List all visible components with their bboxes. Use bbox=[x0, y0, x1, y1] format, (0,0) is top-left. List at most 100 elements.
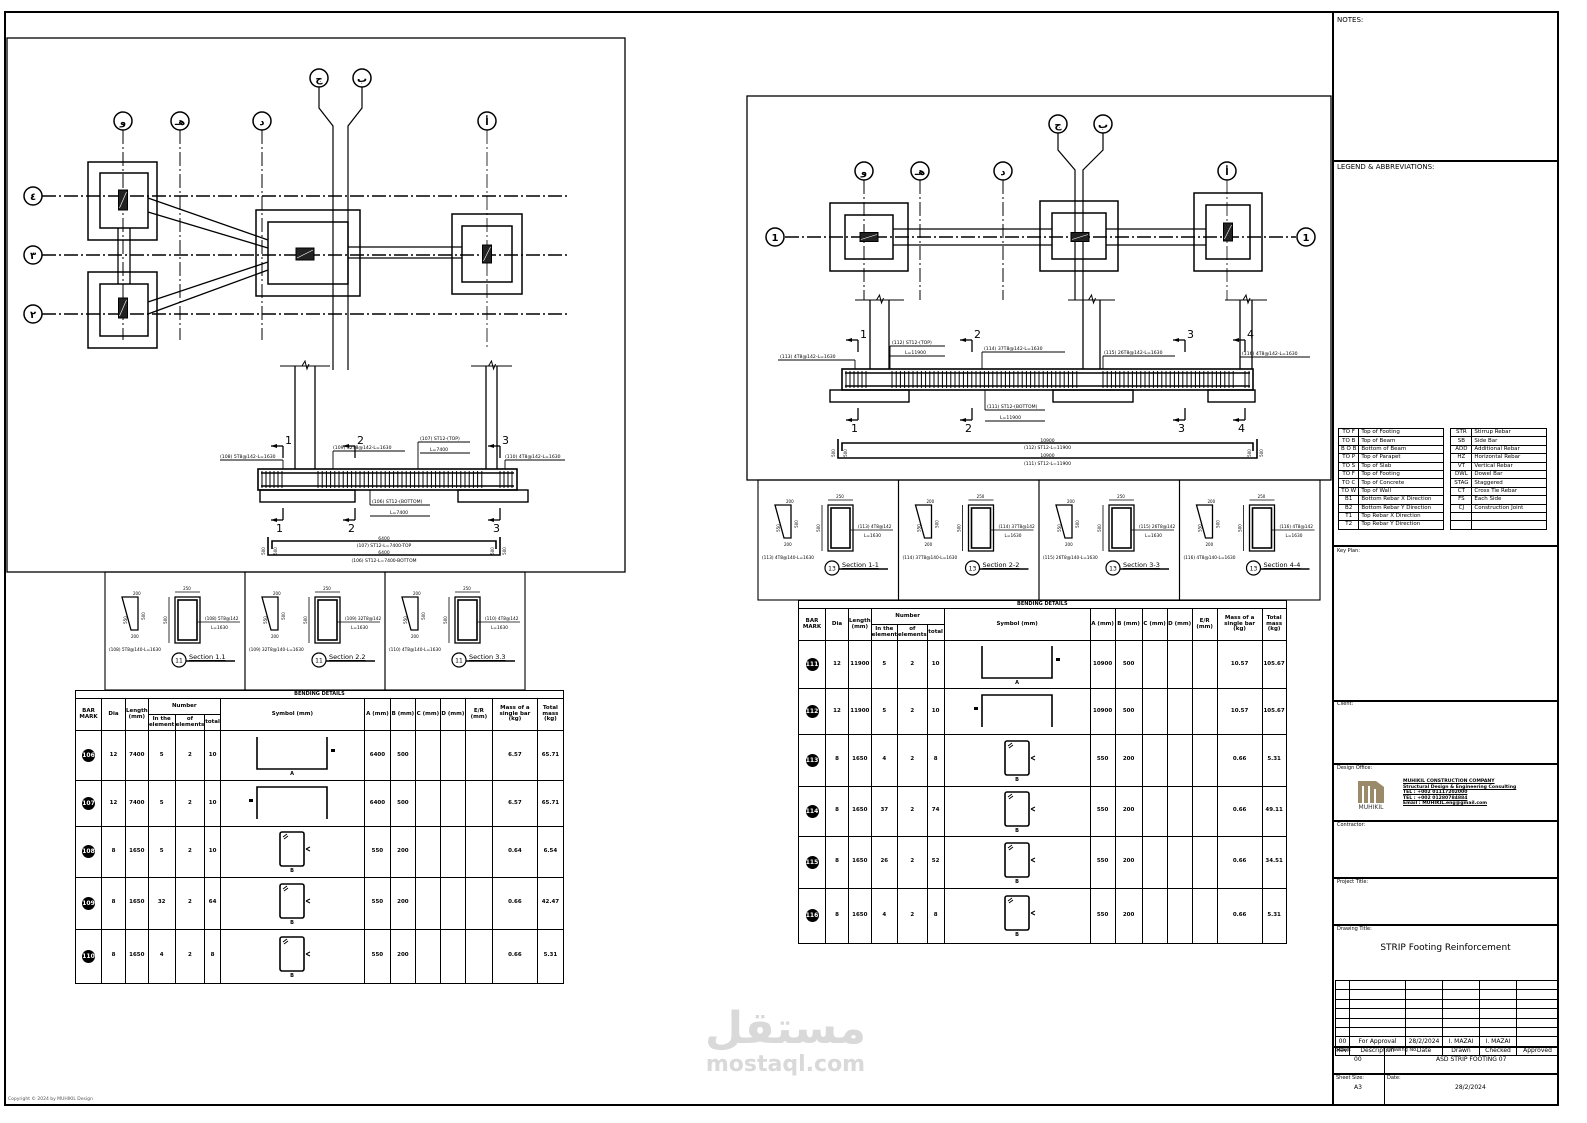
total-mass-cell: 5.31 bbox=[536, 928, 564, 984]
rev-number: 00 bbox=[1335, 1036, 1350, 1047]
c-cell bbox=[414, 780, 441, 827]
legend-meaning: Bottom of Beam bbox=[1358, 444, 1445, 455]
col-of-elements: of elements bbox=[174, 714, 206, 731]
symbol-cell: B bbox=[943, 835, 1091, 889]
legend-meaning: Top Rebar Y Direction bbox=[1358, 520, 1445, 530]
er-cell bbox=[1191, 640, 1218, 689]
symbol-cell: B bbox=[219, 928, 365, 984]
col-number: Number bbox=[147, 698, 221, 715]
grid-bubble bbox=[1296, 227, 1316, 247]
rebar-callout: (111) ST12-(BOTTOM) bbox=[987, 404, 1038, 410]
stirrup-rect bbox=[970, 507, 992, 549]
c-cell bbox=[414, 928, 441, 984]
bar-mark-badge: 109 bbox=[82, 896, 95, 910]
section-arrow-icon bbox=[960, 418, 966, 422]
stirrup-rect bbox=[457, 599, 478, 641]
company-email: Email : MUHIKIL.eng@gmail.com bbox=[1403, 801, 1488, 806]
grid-label: د bbox=[1000, 167, 1005, 178]
dim-width: 250 bbox=[323, 586, 331, 591]
in-element-cell: 4 bbox=[147, 928, 176, 984]
dim-width: 250 bbox=[1117, 494, 1125, 499]
in-element-cell: 5 bbox=[147, 730, 176, 781]
legend-meaning: Horizontal Rebar bbox=[1471, 453, 1548, 463]
grid-label: هـ bbox=[174, 117, 185, 128]
dim-width: 250 bbox=[463, 586, 471, 591]
er-cell bbox=[1191, 835, 1218, 889]
date-value: 28/2/2024 bbox=[1455, 1084, 1486, 1091]
in-element-cell: 4 bbox=[870, 887, 898, 944]
dim-slope: 550 bbox=[403, 616, 408, 624]
rebar-callout: L=7400 bbox=[430, 447, 448, 453]
section-mark-label: 1 bbox=[276, 522, 283, 535]
of-elements-cell: 2 bbox=[174, 825, 206, 878]
legend-abbr: CJ bbox=[1450, 503, 1473, 513]
grid-label: د bbox=[259, 117, 264, 128]
in-element-cell: 5 bbox=[870, 688, 898, 735]
svg-text:B: B bbox=[1015, 932, 1019, 936]
er-cell bbox=[1191, 688, 1218, 735]
section-bar-length: L=1630 bbox=[1286, 533, 1303, 539]
legend-abbr: B2 bbox=[1337, 503, 1360, 513]
section-mark-label: 4 bbox=[1238, 422, 1245, 435]
col-a: A (mm) bbox=[363, 698, 391, 731]
col-total: total bbox=[204, 714, 221, 731]
dim-top: 200 bbox=[273, 591, 281, 596]
d-cell bbox=[439, 825, 466, 878]
section-mark-label: 1 bbox=[851, 422, 858, 435]
hatch-line bbox=[483, 246, 491, 262]
legend-abbr: VT bbox=[1450, 461, 1473, 471]
bar-shape-inverted-u-icon bbox=[249, 786, 329, 819]
grid-bubble bbox=[23, 304, 43, 324]
grid-bubble bbox=[252, 111, 272, 131]
footing-pad bbox=[267, 221, 349, 285]
detail-bubble bbox=[1105, 560, 1121, 576]
grid-label: و bbox=[119, 117, 126, 128]
bottom-bar-shape bbox=[267, 537, 501, 556]
grid-label: ب bbox=[357, 74, 367, 85]
er-cell bbox=[464, 780, 493, 827]
section-mark-label: 3 bbox=[1187, 328, 1194, 341]
legend-abbr: SB bbox=[1450, 436, 1473, 446]
legend-abbr: DWL bbox=[1450, 469, 1473, 480]
legend-meaning: Top of Concrete bbox=[1358, 478, 1445, 488]
d-cell bbox=[1166, 640, 1193, 689]
contractor-label: Contractor: bbox=[1337, 822, 1366, 828]
rebar-callout: (113) 4T8@142-L=1630 bbox=[780, 354, 836, 360]
stirrup-trapezoid bbox=[1055, 504, 1073, 539]
a-cell: 550 bbox=[1089, 835, 1116, 889]
section-bar-length: L=1630 bbox=[351, 625, 368, 631]
in-element-cell: 32 bbox=[147, 876, 176, 930]
section-title: Section 3-3 bbox=[1123, 561, 1160, 569]
revision-row: 00 For Approval 28/2/2024 I. MAZAI I. MA… bbox=[1335, 1036, 1559, 1047]
bar-mark-cell: 107 bbox=[75, 780, 102, 827]
a-cell: 550 bbox=[363, 825, 391, 878]
in-element-cell: 4 bbox=[870, 733, 898, 787]
total-cell: 8 bbox=[926, 733, 945, 787]
grid-leader-line bbox=[318, 87, 334, 370]
legend-meaning: Top of Wall bbox=[1358, 486, 1445, 497]
dim-bottom: 200 bbox=[1065, 542, 1073, 547]
legend-meaning: Top Rebar X Direction bbox=[1358, 511, 1445, 522]
dia-cell: 12 bbox=[825, 640, 849, 689]
length-cell: 1650 bbox=[125, 825, 149, 878]
legend-abbr: T1 bbox=[1337, 511, 1360, 522]
legend-abbr bbox=[1450, 511, 1473, 522]
b-cell: 200 bbox=[389, 825, 416, 878]
symbol-cell: B bbox=[219, 825, 365, 878]
stirrup-rect bbox=[1111, 507, 1132, 549]
dim-height: 500 bbox=[1097, 524, 1102, 532]
bar-shape-inverted-u-icon bbox=[974, 694, 1053, 727]
rebar-callout: L=11900 bbox=[1000, 415, 1021, 421]
leg-dimension: 500 bbox=[831, 449, 836, 457]
footing-pad bbox=[1051, 212, 1107, 260]
